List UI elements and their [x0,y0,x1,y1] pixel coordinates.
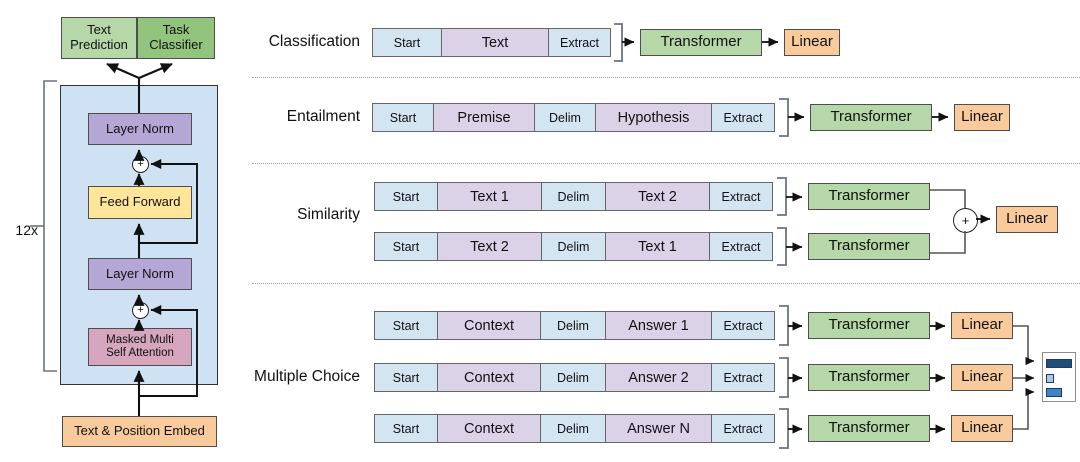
token-start: Start [374,232,438,261]
token-start: Start [372,103,434,132]
token-text-1: Text 1 [437,182,542,211]
token-start: Start [372,28,442,57]
block-text-position-embed: Text & Position Embed [62,416,217,447]
token-context: Context [437,414,541,443]
head-task-classifier-line2: Classifier [149,37,203,52]
separator-2 [252,163,1080,164]
token-answer-1: Answer 1 [605,311,712,340]
block-layer-norm-top: Layer Norm [88,113,192,145]
linear-similarity: Linear [996,206,1058,233]
block-feed-forward: Feed Forward [88,186,192,219]
token-delim: Delim [540,363,606,392]
head-text-prediction: Text Prediction [61,17,137,59]
token-delim: Delim [534,103,596,132]
token-text: Text [441,28,549,57]
token-extract: Extract [548,28,611,57]
softmax-bar-chart [1042,352,1076,402]
token-extract: Extract [711,414,775,443]
token-hypothesis: Hypothesis [595,103,712,132]
softmax-bar-1 [1046,359,1072,368]
masked-attention-line1: Masked Multi [106,334,174,347]
transformer-multiple-choice-1: Transformer [808,312,930,339]
transformer-similarity-2: Transformer [808,233,930,260]
token-answer-n: Answer N [605,414,712,443]
token-extract: Extract [709,232,773,261]
head-text-prediction-line2: Prediction [70,37,128,52]
block-layer-norm-bottom: Layer Norm [88,258,192,290]
token-start: Start [374,414,438,443]
token-extract: Extract [711,363,775,392]
token-delim: Delim [540,311,606,340]
similarity-sum-node: + [953,208,978,233]
token-text-1: Text 1 [605,232,710,261]
transformer-multiple-choice-2: Transformer [808,364,930,391]
head-task-classifier: Task Classifier [137,17,215,59]
softmax-bar-3 [1046,388,1062,397]
token-delim: Delim [541,232,606,261]
transformer-entailment: Transformer [810,104,932,131]
linear-classification: Linear [784,29,840,56]
token-context: Context [437,311,541,340]
separator-1 [252,77,1080,78]
token-context: Context [437,363,541,392]
token-text-2: Text 2 [437,232,542,261]
token-extract: Extract [711,103,775,132]
token-answer-2: Answer 2 [605,363,712,392]
token-extract: Extract [709,182,773,211]
transformer-classification: Transformer [640,29,762,56]
transformer-multiple-choice-3: Transformer [808,415,930,442]
linear-entailment: Linear [954,104,1010,131]
linear-multiple-choice-1: Linear [951,312,1013,339]
head-task-classifier-line1: Task [162,22,190,38]
block-masked-multi-self-attention: Masked Multi Self Attention [88,328,192,366]
task-label-classification: Classification [268,33,360,50]
masked-attention-line2: Self Attention [106,347,174,359]
token-text-2: Text 2 [605,182,710,211]
token-start: Start [374,311,438,340]
softmax-bar-2 [1046,374,1054,383]
token-delim: Delim [540,414,606,443]
residual-add-top: + [132,156,149,173]
transformer-similarity-1: Transformer [808,183,930,210]
token-delim: Delim [541,182,606,211]
token-start: Start [374,182,438,211]
task-label-similarity: Similarity [297,206,360,223]
linear-multiple-choice-3: Linear [951,415,1013,442]
repeat-count-label: 12x [15,222,38,238]
separator-3 [252,283,1080,284]
residual-add-bottom: + [132,302,149,319]
task-label-multiple-choice: Multiple Choice [254,368,360,385]
token-start: Start [374,363,438,392]
task-label-entailment: Entailment [286,108,360,125]
token-extract: Extract [711,311,775,340]
token-premise: Premise [433,103,535,132]
linear-multiple-choice-2: Linear [951,364,1013,391]
head-text-prediction-line1: Text [87,22,111,38]
